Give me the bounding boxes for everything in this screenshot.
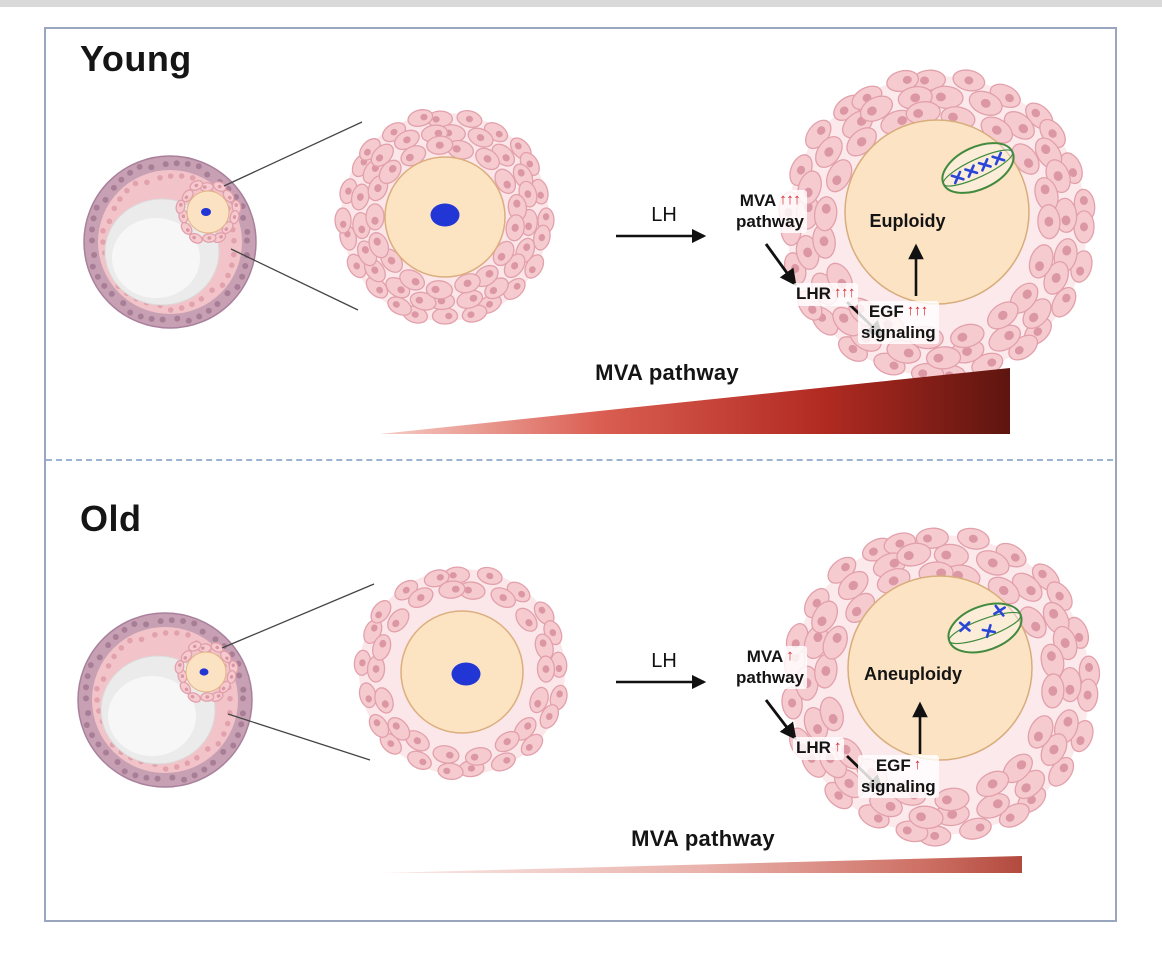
panel-divider-dashed — [46, 459, 1113, 461]
figure-border — [44, 27, 1117, 922]
window-top-edge — [0, 0, 1162, 7]
